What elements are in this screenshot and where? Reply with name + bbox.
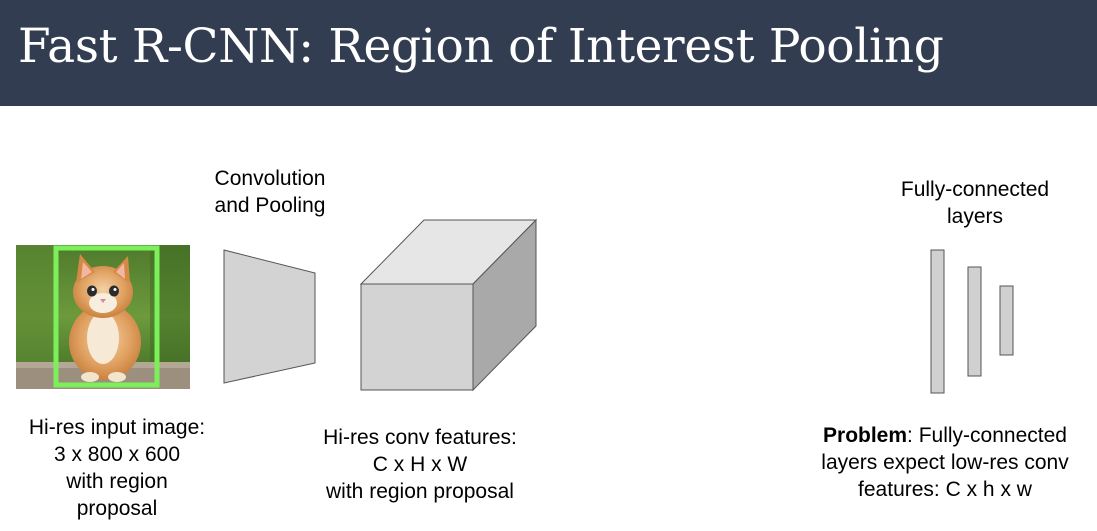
fc-layer-3 (999, 285, 1014, 356)
input-caption-line-3: with region (66, 470, 168, 493)
kitten-photo-icon (16, 245, 190, 389)
fc-layer-2 (967, 266, 982, 377)
input-image-caption: Hi-res input image: 3 x 800 x 600 with r… (12, 414, 222, 522)
features-caption-line-1: Hi-res conv features: (323, 426, 517, 449)
conv-pool-label: Convolution and Pooling (200, 165, 340, 219)
features-caption-line-2: C x H x W (372, 453, 468, 476)
problem-line-1: Problem: Fully-connected (795, 422, 1095, 449)
conv-pool-trapezoid (223, 249, 316, 384)
problem-line-3: features: C x h x w (858, 478, 1032, 501)
conv-pool-label-line-1: Convolution (214, 167, 326, 190)
conv-pool-label-line-2: and Pooling (214, 194, 326, 217)
input-caption-line-2: 3 x 800 x 600 (53, 443, 181, 466)
fc-layer-1 (930, 249, 945, 394)
fc-layers-label-line-1: Fully-connected (900, 178, 1050, 201)
fc-layers-label: Fully-connected layers (880, 176, 1070, 230)
problem-caption: Problem: Fully-connected layers expect l… (795, 422, 1095, 503)
features-caption-line-3: with region proposal (326, 480, 514, 503)
slide-title: Fast R-CNN: Region of Interest Pooling (18, 19, 944, 74)
problem-rest-text: : Fully-connected (907, 424, 1067, 447)
title-bar: Fast R-CNN: Region of Interest Pooling (0, 0, 1097, 106)
problem-bold-label: Problem (823, 424, 908, 447)
problem-line-2: layers expect low-res conv (821, 451, 1069, 474)
region-proposal-box (53, 245, 160, 388)
input-caption-line-1: Hi-res input image: (28, 416, 206, 439)
conv-features-caption: Hi-res conv features: C x H x W with reg… (305, 424, 535, 505)
fc-layers-label-line-2: layers (946, 205, 1004, 228)
conv-features-cube (359, 218, 538, 392)
input-caption-line-4: proposal (76, 497, 158, 520)
